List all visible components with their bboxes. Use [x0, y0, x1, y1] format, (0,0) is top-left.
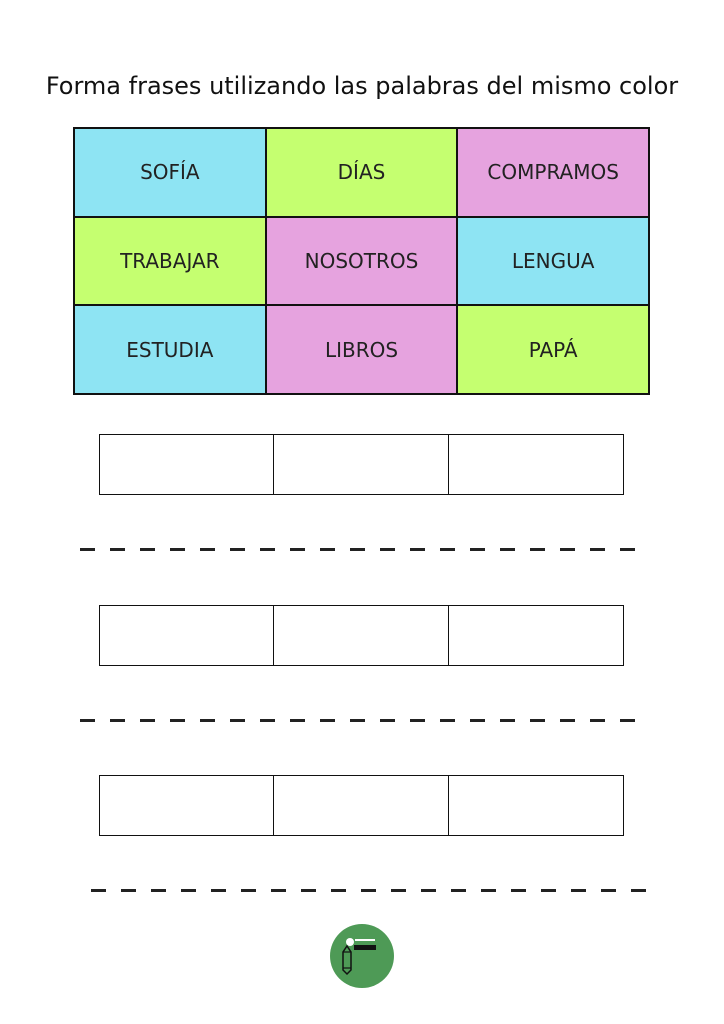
word-cell: LENGUA [457, 216, 649, 306]
word-cell: NOSOTROS [265, 216, 458, 306]
answer-row-1 [99, 434, 624, 495]
writing-line-1 [80, 548, 645, 551]
answer-box[interactable] [100, 435, 275, 494]
writing-line-3 [91, 889, 656, 892]
answer-box[interactable] [274, 776, 449, 835]
answer-row-2 [99, 605, 624, 666]
word-cell: TRABAJAR [74, 216, 266, 306]
word-cell: ESTUDIA [74, 305, 266, 394]
word-cell: SOFÍA [74, 128, 266, 217]
answer-box[interactable] [449, 606, 623, 665]
answer-box[interactable] [449, 435, 623, 494]
answer-box[interactable] [274, 435, 449, 494]
instruction-title: Forma frases utilizando las palabras del… [45, 72, 679, 100]
answer-box[interactable] [274, 606, 449, 665]
writing-line-2 [80, 719, 645, 722]
word-cell: LIBROS [265, 305, 458, 394]
answer-box[interactable] [100, 606, 275, 665]
pencil-icon [342, 938, 376, 976]
answer-box[interactable] [100, 776, 275, 835]
word-cell: COMPRAMOS [457, 128, 649, 217]
word-cell: DÍAS [265, 128, 458, 217]
orientacion-andujar-logo [330, 924, 394, 988]
word-cell: PAPÁ [457, 305, 649, 394]
answer-box[interactable] [449, 776, 623, 835]
answer-row-3 [99, 775, 624, 836]
